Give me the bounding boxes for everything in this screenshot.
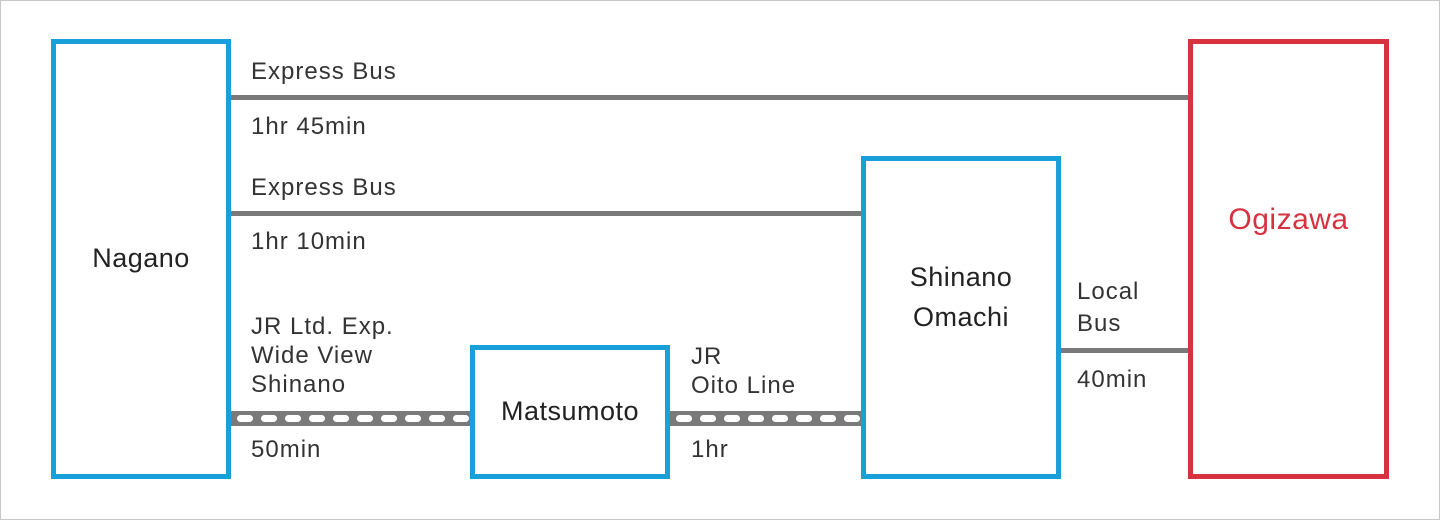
station-ogizawa-label: Ogizawa	[1228, 203, 1349, 237]
station-matsumoto: Matsumoto	[470, 345, 670, 479]
route-express-bus-direct-time: 1hr 45min	[251, 113, 367, 140]
station-nagano: Nagano	[51, 39, 231, 479]
route-express-bus-omachi-time: 1hr 10min	[251, 228, 367, 255]
route-jr-ltd-exp-rail	[231, 411, 470, 426]
route-express-bus-direct-mode: Express Bus	[251, 58, 397, 85]
route-jr-oito-rail	[670, 411, 861, 426]
route-local-bus-line	[1061, 348, 1188, 353]
station-shinano-omachi: Shinano Omachi	[861, 156, 1061, 479]
station-ogizawa: Ogizawa	[1188, 39, 1389, 479]
route-jr-oito-time: 1hr	[691, 436, 729, 463]
route-jr-oito-mode: JR Oito Line	[691, 343, 797, 399]
route-local-bus-time: 40min	[1077, 366, 1148, 393]
route-express-bus-direct-line	[231, 95, 1188, 100]
route-local-bus-mode: Local Bus	[1077, 278, 1140, 337]
route-jr-ltd-exp-time: 50min	[251, 436, 322, 463]
route-jr-ltd-exp-mode: JR Ltd. Exp. Wide View Shinano	[251, 313, 394, 398]
station-shinano-omachi-label: Shinano Omachi	[909, 262, 1013, 332]
station-matsumoto-label: Matsumoto	[500, 396, 640, 427]
station-nagano-label: Nagano	[92, 243, 190, 274]
route-express-bus-omachi-line	[231, 211, 861, 216]
route-express-bus-omachi-mode: Express Bus	[251, 174, 397, 201]
